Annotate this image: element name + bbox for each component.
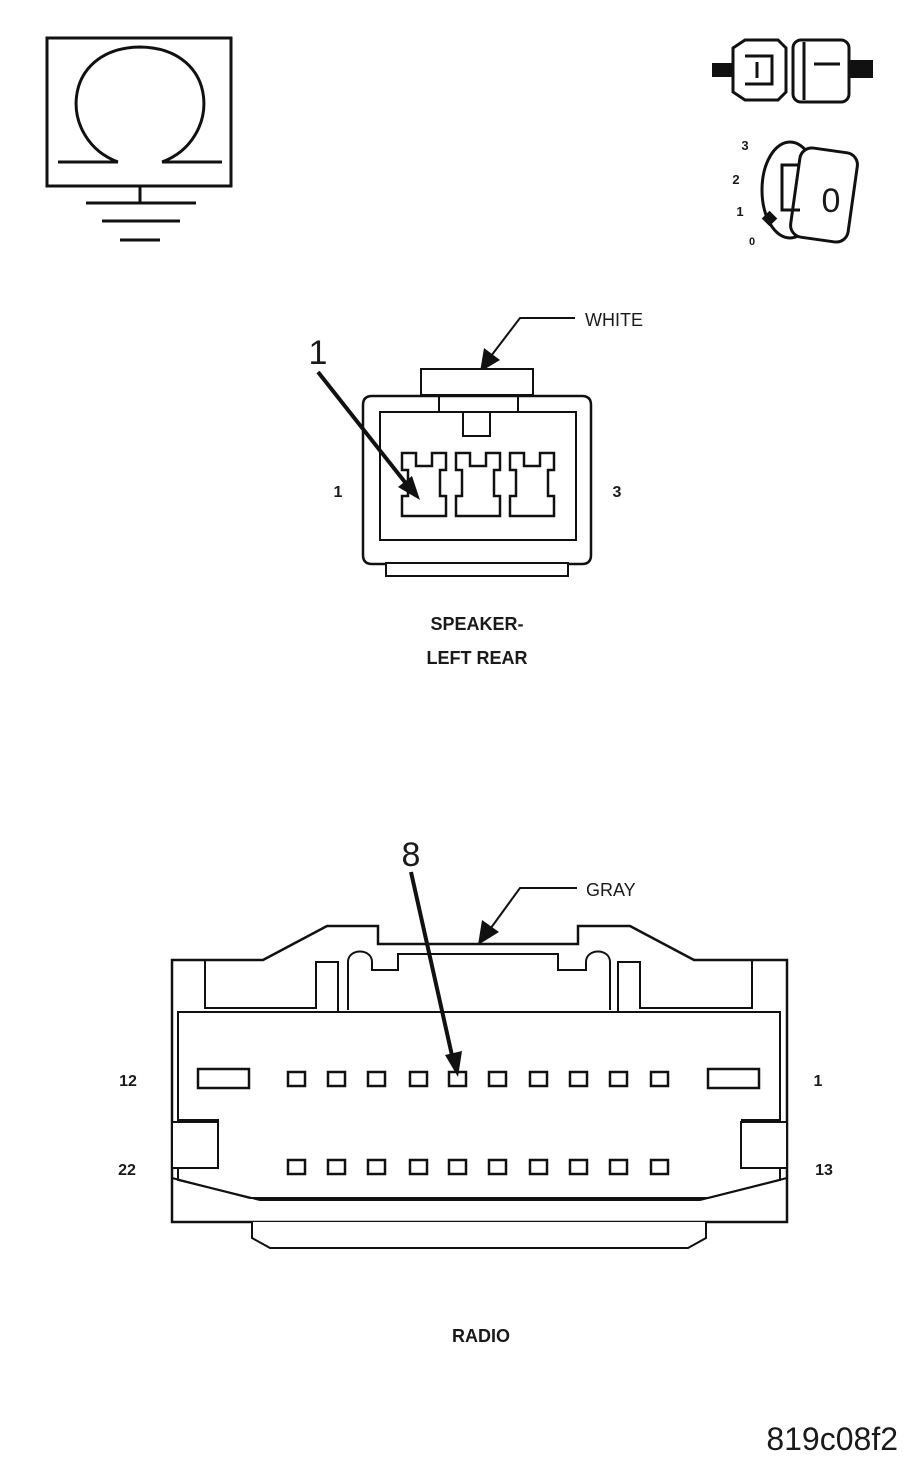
speaker-callout-pin-number: 1 [309,334,328,372]
radio-cavity [568,1070,589,1088]
radio-cavity [528,1158,549,1176]
radio-cavity [408,1158,429,1176]
radio-cavity [366,1158,387,1176]
radio-callout-pin-number: 8 [402,836,421,874]
connector-disconnect-icon [712,38,873,104]
ohmmeter-ground-icon [45,36,233,242]
ignition-key-label: 0 [822,182,841,220]
radio-cavity-large [196,1067,251,1090]
radio-row2-left-label: 22 [118,1162,136,1179]
radio-cavity [568,1158,589,1176]
ignition-position-1: 1 [736,204,743,219]
radio-color-leader [478,887,577,945]
radio-cavity [487,1070,508,1088]
radio-row2-right-label: 13 [815,1162,833,1179]
radio-cavity [286,1070,307,1088]
speaker-color-label: WHITE [585,310,643,330]
speaker-pin-left-label: 1 [334,484,343,501]
radio-row1-left-label: 12 [119,1073,137,1090]
radio-pin-callout-arrow [409,871,462,1077]
speaker-pin-callout-arrow [316,370,420,500]
speaker-pin-right-label: 3 [613,484,622,501]
figure-id: 819c08f2 [766,1421,898,1457]
radio-cavity [608,1158,629,1176]
radio-cavity [608,1070,629,1088]
radio-connector-name: RADIO [452,1326,510,1346]
radio-connector: GRAY [118,836,833,1346]
radio-cavity [326,1070,347,1088]
ignition-position-3: 3 [741,138,748,153]
radio-cavity [528,1070,549,1088]
speaker-connector: WHITE 1 1 3 SPEAKER- LEFT REAR [309,310,643,668]
speaker-cavity [454,451,502,518]
radio-cavity [487,1158,508,1176]
radio-cavity [408,1070,429,1088]
radio-row1-right-label: 1 [814,1073,823,1090]
ignition-position-2: 2 [732,172,739,187]
radio-color-label: GRAY [586,880,636,900]
radio-cavity [649,1070,670,1088]
radio-cavity [649,1158,670,1176]
ignition-position-0: 0 [749,236,755,248]
speaker-color-leader [480,317,575,372]
radio-cavity [286,1158,307,1176]
speaker-connector-name-line1: SPEAKER- [430,614,523,634]
speaker-connector-name-line2: LEFT REAR [427,648,528,668]
radio-cavity [366,1070,387,1088]
radio-cavity [447,1158,468,1176]
radio-cavity-large [706,1067,761,1090]
radio-cavity [326,1158,347,1176]
speaker-cavity [508,451,556,518]
ignition-key-icon: 0 3 2 1 0 [732,138,859,248]
